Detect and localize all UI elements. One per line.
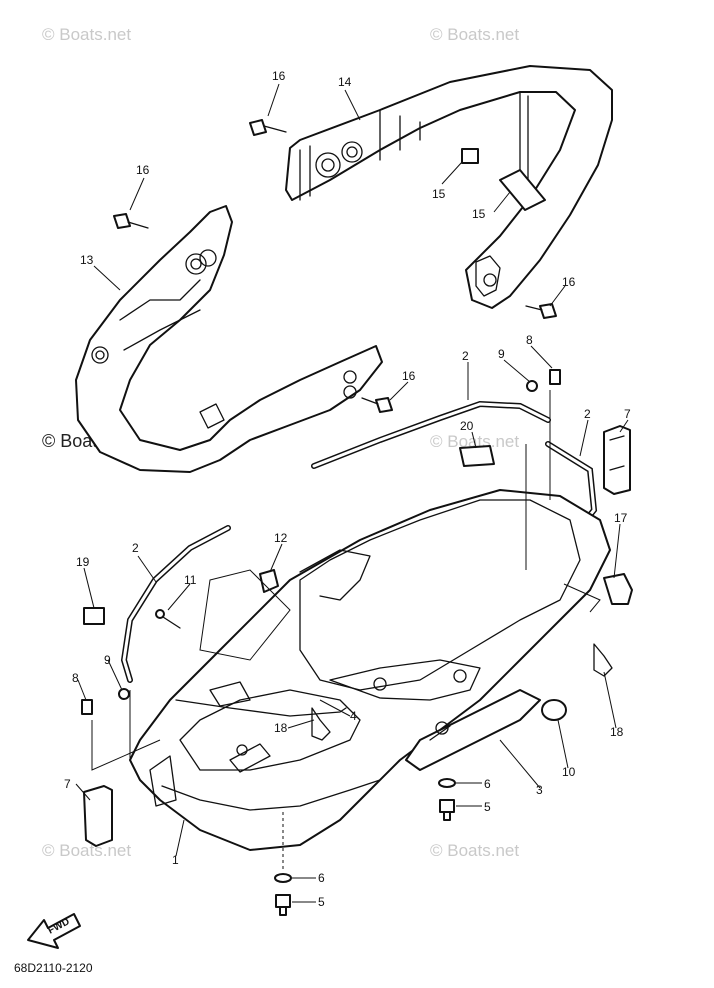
- part-16-bolt-b: [113, 213, 149, 229]
- callout-10: 10: [562, 765, 576, 779]
- callout-7: 7: [624, 407, 631, 421]
- part-14-rear-bracket: [285, 65, 613, 309]
- callout-2: 2: [462, 349, 469, 363]
- part-18-clamp-right: [593, 643, 613, 677]
- reference-lines: [91, 390, 601, 771]
- callout-16: 16: [562, 275, 576, 289]
- callout-16: 16: [136, 163, 150, 177]
- part-18-clamp-left: [311, 707, 331, 741]
- part-5-bolt-left: [275, 894, 291, 916]
- part-20-pad: [459, 445, 495, 467]
- part-7-clip-right: [603, 425, 631, 495]
- callout-2: 2: [132, 541, 139, 555]
- callout-8: 8: [526, 333, 533, 347]
- callout-19: 19: [76, 555, 90, 569]
- part-13-front-bracket: [75, 205, 383, 473]
- part-9-grommet-upper: [526, 380, 538, 392]
- callout-20: 20: [460, 419, 474, 433]
- part-1-bottom-cowling: [129, 489, 611, 851]
- callout-14: 14: [338, 75, 352, 89]
- part-9-grommet-lower: [118, 688, 130, 700]
- callout-6: 6: [318, 871, 325, 885]
- callout-1: 1: [172, 853, 179, 867]
- part-16-bolt-d: [361, 397, 393, 413]
- callout-9: 9: [498, 347, 505, 361]
- part-4-strip: [175, 699, 347, 717]
- diagram-code: 68D2110-2120: [14, 961, 93, 975]
- part-17-clip: [603, 573, 633, 605]
- part-7-clip-left: [83, 785, 113, 847]
- watermark-bottom-left: © Boats.net: [42, 841, 131, 860]
- part-6-washer-left: [274, 873, 292, 883]
- part-2-seal-left: [120, 525, 231, 683]
- callout-15: 15: [432, 187, 446, 201]
- part-8-clip-upper: [549, 369, 561, 385]
- callout-11: 11: [184, 573, 197, 587]
- part-8-clip-lower: [81, 699, 93, 715]
- callout-labels: 16 14 16 13 15 15 16 16 2 9 8 2 7 20 17 …: [64, 69, 631, 909]
- part-6-washer-right: [438, 778, 456, 788]
- callout-7: 7: [64, 777, 71, 791]
- callout-17: 17: [614, 511, 628, 525]
- part-19-pad: [83, 607, 105, 625]
- part-16-bolt-a: [249, 119, 287, 136]
- callout-18: 18: [610, 725, 624, 739]
- callout-leaders: [75, 83, 629, 903]
- callout-2: 2: [584, 407, 591, 421]
- callout-18: 18: [274, 721, 288, 735]
- callout-3: 3: [536, 783, 543, 797]
- part-3-bracket: [405, 689, 541, 771]
- callout-4: 4: [350, 709, 357, 723]
- part-15-pad-lower: [499, 169, 546, 211]
- part-12-holder: [259, 569, 279, 593]
- callout-15: 15: [472, 207, 486, 221]
- part-16-bolt-c: [525, 303, 557, 319]
- part-2-seal-upper: [311, 400, 551, 469]
- callout-9: 9: [104, 653, 111, 667]
- watermark-bottom-right: © Boats.net: [430, 841, 519, 860]
- callout-5: 5: [318, 895, 325, 909]
- callout-16: 16: [272, 69, 286, 83]
- callout-13: 13: [80, 253, 94, 267]
- callout-16: 16: [402, 369, 416, 383]
- callout-5: 5: [484, 800, 491, 814]
- part-10-plug: [541, 699, 567, 721]
- callout-12: 12: [274, 531, 288, 545]
- part-11-screw: [155, 609, 181, 629]
- fwd-arrow: FWD: [27, 913, 81, 949]
- watermark-top-left: © Boats.net: [42, 25, 131, 44]
- part-15-pad-upper: [461, 148, 479, 164]
- callout-6: 6: [484, 777, 491, 791]
- callout-8: 8: [72, 671, 79, 685]
- part-5-bolt-right: [439, 799, 455, 821]
- watermark-top-right: © Boats.net: [430, 25, 519, 44]
